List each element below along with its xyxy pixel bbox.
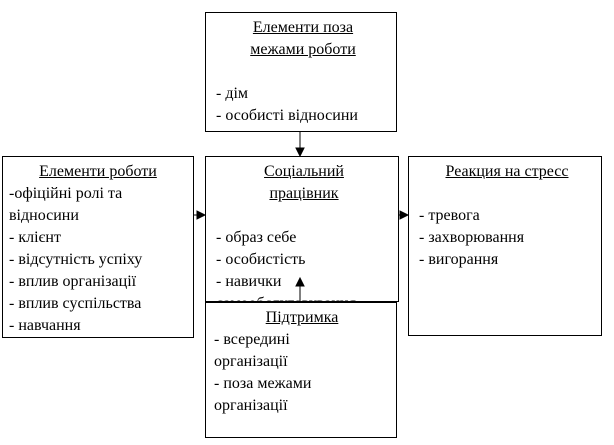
box-elements-outside-work: Елементи поза межами роботи - дім - особ… [205,12,397,132]
list-item: - вплив організації [9,273,137,290]
box-title-stress-reaction: Реакция на стресс [445,163,569,180]
box-support: Підтримка - всередині організації - поза… [205,302,397,438]
box-title-elements-of-work: Елементи роботи [39,163,157,180]
list-item: - вигорання [419,251,499,268]
list-item: - захворювання [419,229,525,246]
box-stress-reaction: Реакция на стресс - тревога - захворюван… [408,156,602,336]
box-social-worker: Соціальний працівник - образ себе - особ… [205,156,399,312]
list-item: - відсутність успіху [9,251,143,268]
list-item: - клієнт [9,229,61,246]
list-elements-of-work: -офіційні ролі та відносини - клієнт - в… [9,183,187,337]
list-item: -офіційні ролі та відносини [9,185,123,224]
box-title-support: Підтримка [265,309,339,326]
list-stress-reaction: - тревога - захворювання - вигорання [419,205,595,271]
list-item: - тревога [419,207,480,224]
box-title-social-worker: Соціальний працівник [264,163,344,202]
list-item: - вплив суспільства [9,295,142,312]
list-item: - навчання [9,317,81,334]
list-item: - особисті відносини [216,107,358,124]
arrow-work-to-social [194,210,207,220]
list-item: - особистість [216,251,306,268]
arrow-social-to-reaction [399,210,410,220]
list-outside-work: - дім - особисті відносини [216,83,390,127]
list-item: - образ себе [216,229,297,246]
list-item: - всередині організації [214,331,290,370]
list-item: - дім [216,85,249,102]
list-item: - поза межами організації [214,375,312,414]
box-title-outside-work: Елементи поза межами роботи [250,19,356,58]
list-support: - всередині організації - поза межами ор… [214,329,390,417]
arrow-outside-to-social [295,132,305,158]
box-elements-of-work: Елементи роботи -офіційні ролі та віднос… [2,156,194,338]
